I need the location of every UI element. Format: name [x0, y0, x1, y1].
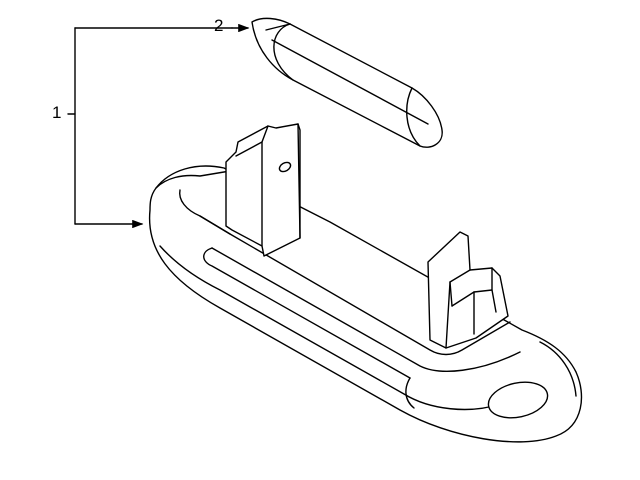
- bulb-part: [251, 17, 443, 148]
- callout-number-2: 2: [214, 16, 224, 35]
- lamp-housing-part: [148, 123, 583, 443]
- callout-number-1: 1: [52, 103, 62, 122]
- leader-line-1: [67, 27, 233, 229]
